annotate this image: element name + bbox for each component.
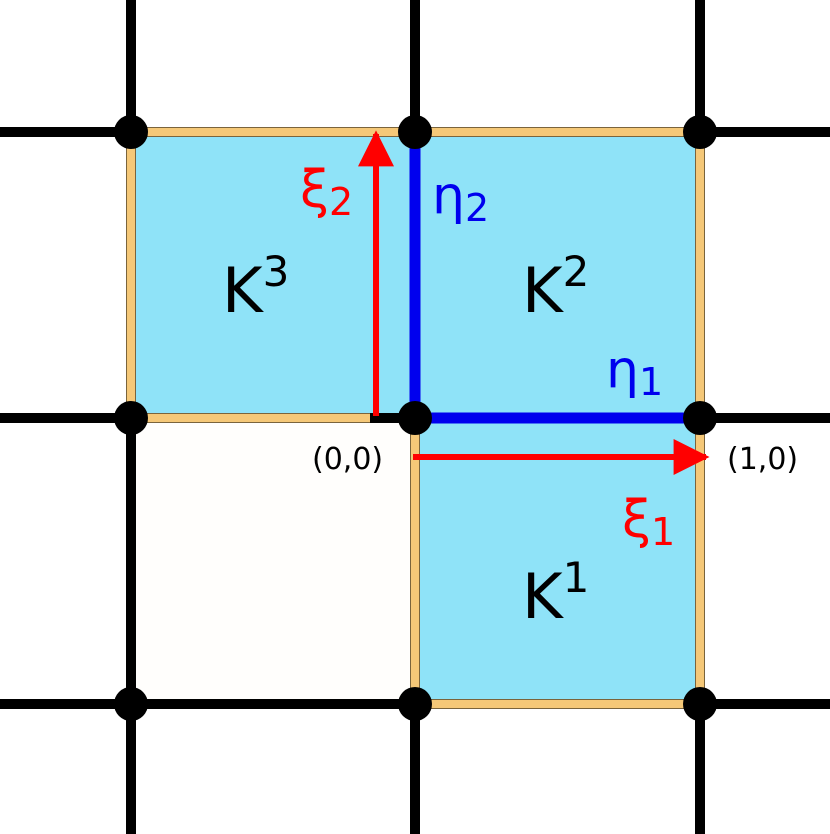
label-xi1: ξ1 — [622, 490, 675, 554]
node — [398, 115, 432, 149]
label-eta1: η1 — [606, 340, 663, 404]
empty-cell — [131, 418, 415, 704]
node — [398, 401, 432, 435]
node — [683, 687, 717, 721]
node — [114, 115, 148, 149]
label-k3: K3 — [222, 247, 289, 327]
label-k2: K2 — [522, 247, 589, 327]
node — [114, 401, 148, 435]
mesh-nodes — [114, 115, 717, 721]
cell-k2 — [410, 127, 705, 423]
label-eta2: η2 — [432, 166, 489, 230]
node — [683, 401, 717, 435]
label-k1: K1 — [522, 553, 589, 633]
node — [114, 687, 148, 721]
label-unit-x: (1,0) — [727, 442, 798, 477]
label-xi2: ξ2 — [300, 160, 353, 224]
node — [398, 687, 432, 721]
label-origin: (0,0) — [312, 442, 383, 477]
node — [683, 115, 717, 149]
